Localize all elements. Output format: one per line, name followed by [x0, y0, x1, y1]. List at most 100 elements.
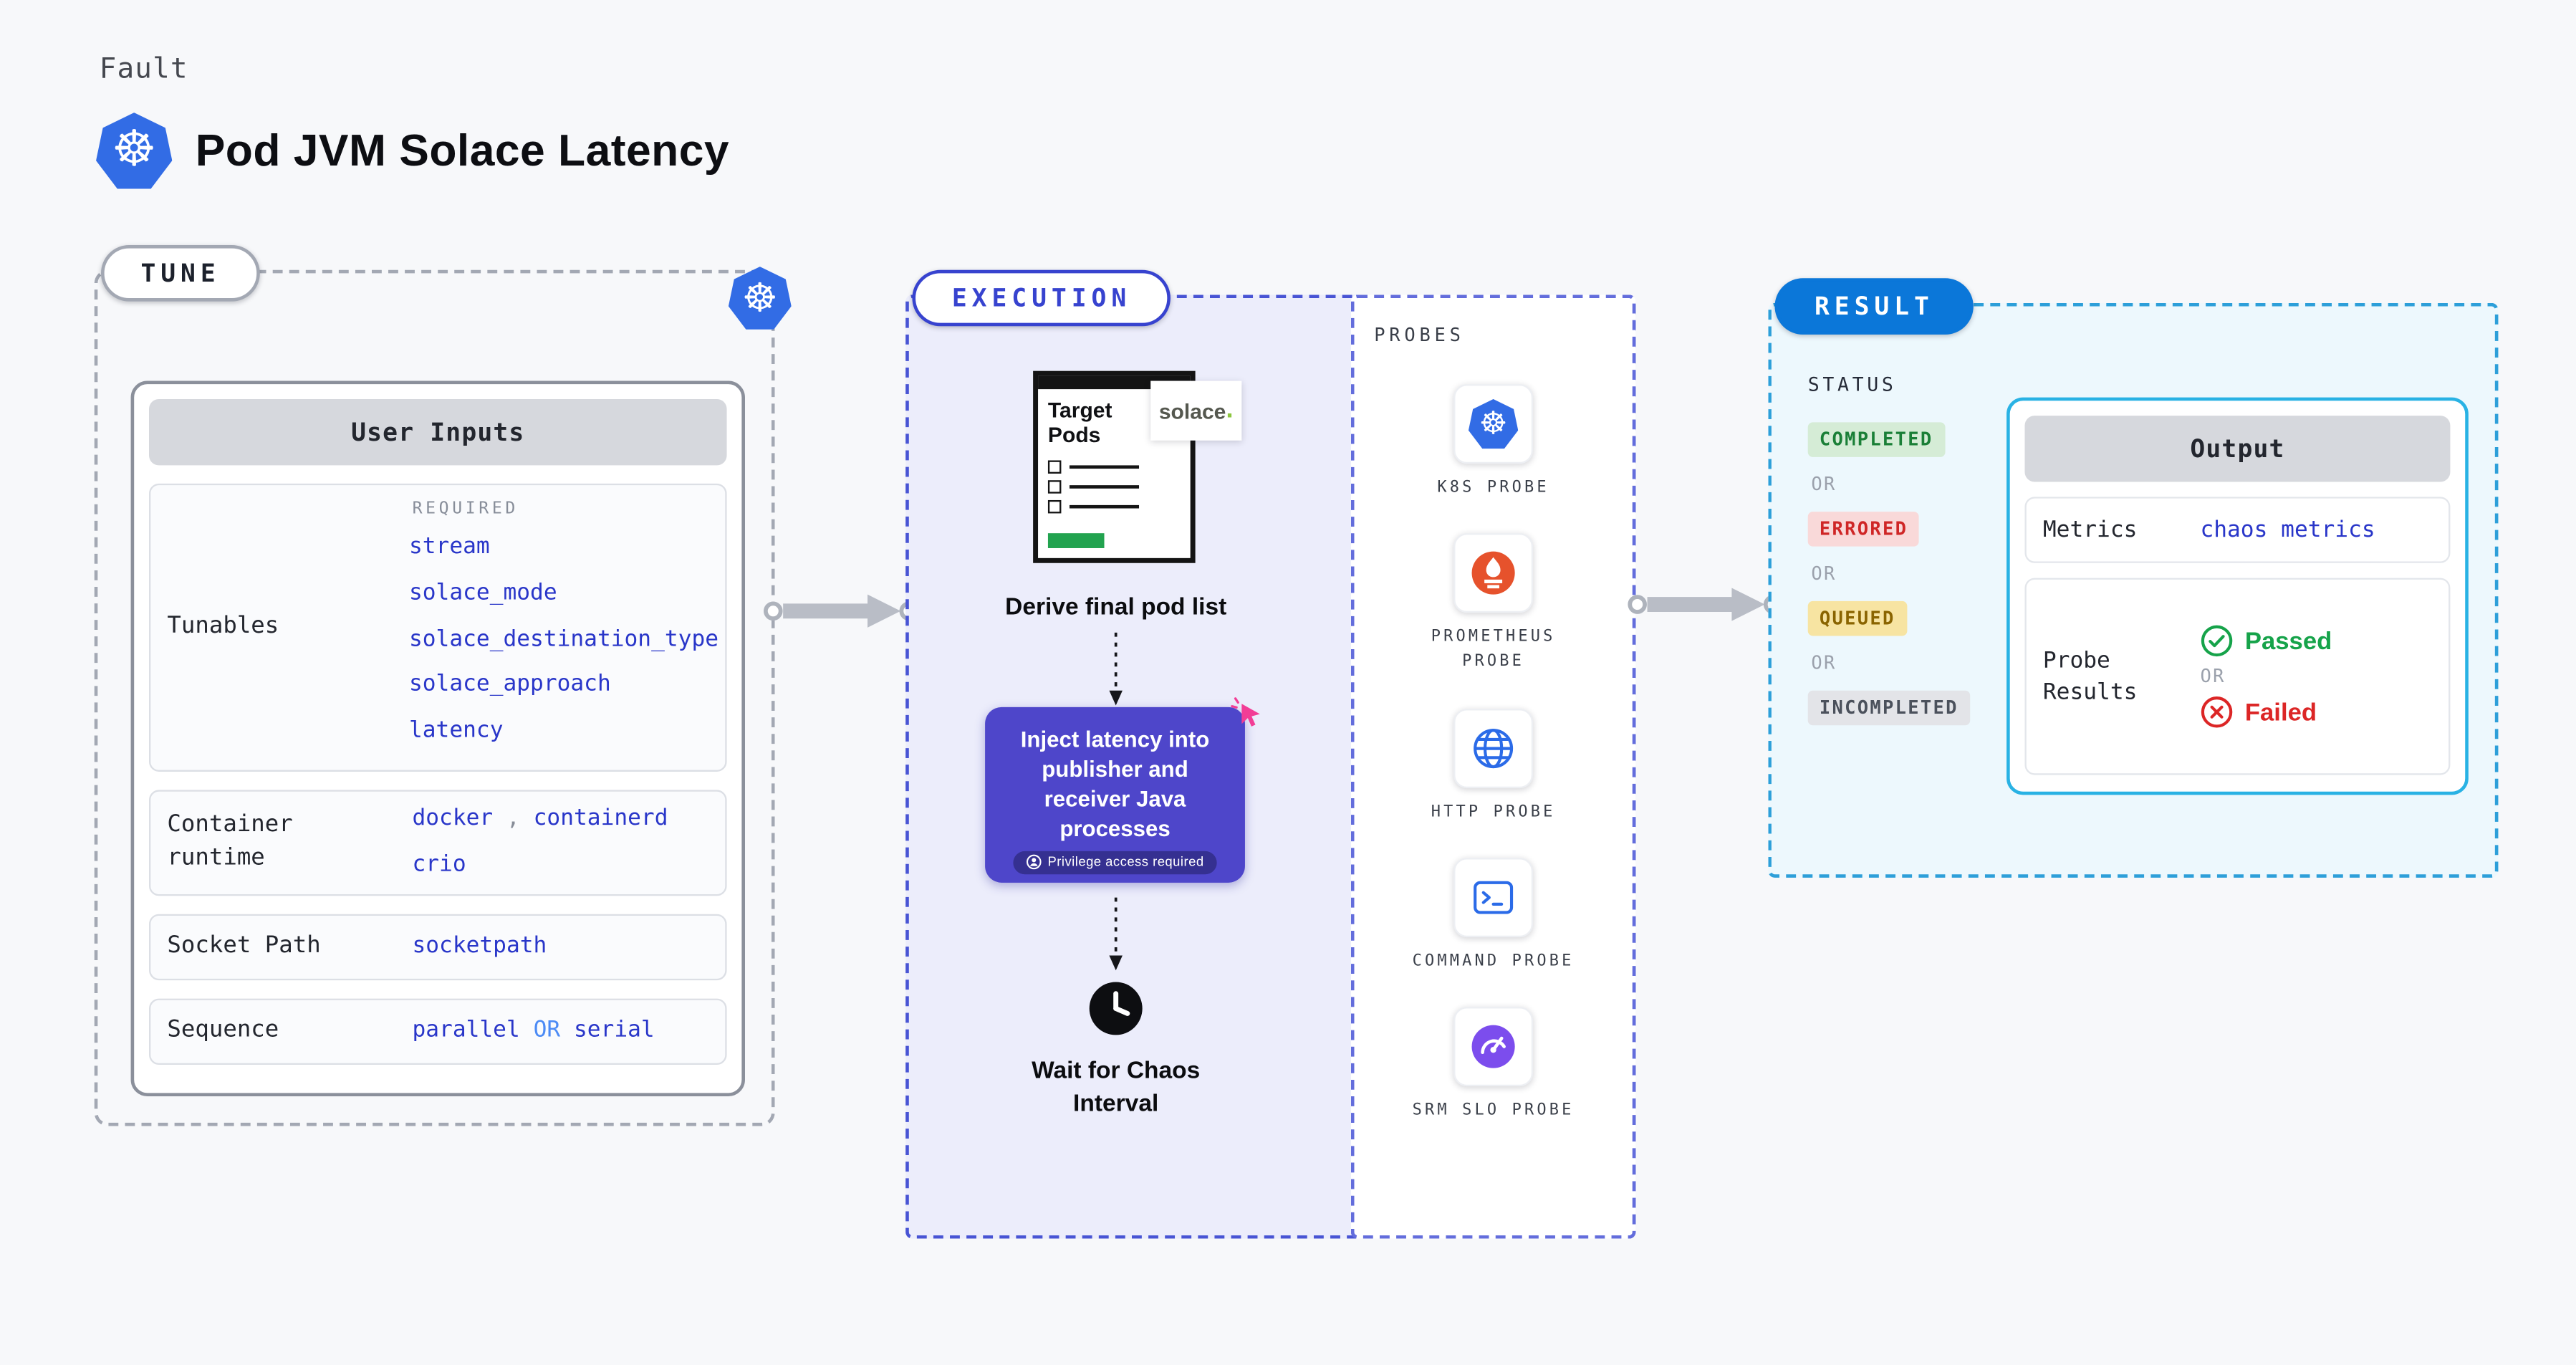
- socket-path-values: socketpath: [399, 916, 725, 979]
- or-keyword: OR: [1811, 473, 1837, 496]
- probe-item-k8s: ☸ K8S PROBE: [1437, 384, 1549, 500]
- helm-wheel-glyph: ☸: [741, 274, 778, 322]
- runtime-value: crio: [412, 851, 466, 878]
- text-line: [1069, 464, 1140, 469]
- x-circle-icon: [2201, 696, 2233, 728]
- status-title: STATUS: [1807, 372, 1897, 396]
- globe-icon: [1474, 728, 1514, 768]
- execution-pill: EXECUTION: [912, 269, 1171, 327]
- probe-item-srm-slo: SRM SLO PROBE: [1413, 1007, 1575, 1123]
- sequence-value-line: parallel OR serial: [412, 1009, 719, 1055]
- terminal-icon: [1474, 881, 1514, 914]
- failed-line: Failed: [2200, 696, 2448, 729]
- target-pods-title: Target Pods: [1047, 397, 1112, 447]
- checkbox-icon: [1047, 479, 1062, 494]
- probe-item-prometheus: PROMETHEUS PROBE: [1410, 533, 1576, 675]
- gauge-icon: [1471, 1025, 1515, 1068]
- container-runtime-values: docker , containerd crio: [399, 792, 725, 894]
- check-circle-icon: [2201, 625, 2233, 657]
- pod-list-item: [1047, 479, 1181, 494]
- probe-icon-card: ☸: [1453, 384, 1534, 464]
- status-badge-errored: ERRORED: [1807, 512, 1920, 547]
- probe-name: SRM SLO PROBE: [1412, 1101, 1575, 1120]
- page-title-row: ☸ Pod JVM Solace Latency: [96, 112, 730, 189]
- kubernetes-icon: ☸: [96, 112, 173, 189]
- checkbox-icon: [1047, 460, 1062, 474]
- inject-latency-text: Inject latency into publisher and receiv…: [1020, 727, 1210, 841]
- progress-bar: [1047, 533, 1105, 548]
- status-badge-completed: COMPLETED: [1807, 422, 1945, 457]
- metrics-label: Metrics: [2042, 516, 2138, 542]
- checkbox-icon: [1047, 499, 1062, 514]
- clock-icon: [1087, 980, 1144, 1045]
- sequence-value: serial: [573, 1017, 655, 1044]
- page-title: Pod JVM Solace Latency: [195, 125, 730, 175]
- tunable-value: latency: [408, 717, 504, 744]
- probe-icon-card: [1453, 708, 1534, 788]
- probe-list: ☸ K8S PROBE PROMETHEUS PROBE: [1354, 384, 1632, 1123]
- tunables-values: REQUIRED stream solace_mode solace_desti…: [395, 485, 725, 770]
- required-label: REQUIRED: [412, 500, 519, 519]
- privilege-badge-text: Privilege access required: [1047, 855, 1204, 871]
- inject-latency-node: Inject latency into publisher and receiv…: [985, 707, 1245, 883]
- flow-arrow: [1628, 588, 1783, 621]
- runtime-value: docker: [412, 805, 494, 832]
- runtime-value: containerd: [533, 805, 668, 832]
- comma-separator: ,: [506, 805, 520, 832]
- wait-step-label: Wait for Chaos Interval: [1032, 1058, 1201, 1117]
- result-pill: RESULT: [1774, 278, 1974, 335]
- click-cursor-icon: [1231, 697, 1260, 727]
- tunable-value: solace_approach: [408, 671, 611, 698]
- container-runtime-row: Container runtime docker , containerd cr…: [148, 790, 727, 896]
- user-inputs-title: User Inputs: [148, 398, 727, 466]
- status-column: COMPLETED OR ERRORED OR QUEUED OR INCOMP…: [1807, 422, 1970, 726]
- flow-arrow: [763, 594, 919, 628]
- user-inputs-card: User Inputs Tunables REQUIRED stream sol…: [130, 380, 745, 1096]
- passed-line: Passed: [2200, 624, 2448, 657]
- probe-name: K8S PROBE: [1437, 478, 1549, 497]
- probe-results-label: Probe Results: [2042, 646, 2138, 705]
- probe-item-http: HTTP PROBE: [1431, 708, 1556, 824]
- socket-path-value: socketpath: [412, 932, 547, 959]
- sequence-row: Sequence parallel OR serial: [148, 998, 727, 1065]
- tune-pill: TUNE: [100, 245, 261, 302]
- user-lock-icon: [1026, 855, 1042, 870]
- runtime-value-line: docker , containerd: [412, 797, 719, 843]
- tunable-value: solace_mode: [408, 579, 557, 606]
- metrics-row: Metrics chaos metrics: [2024, 497, 2451, 563]
- probe-name: HTTP PROBE: [1431, 802, 1556, 821]
- probes-section: PROBES ☸ K8S PROBE: [1350, 294, 1636, 1239]
- kubernetes-icon: ☸: [1468, 398, 1519, 449]
- derive-step-label: Derive final pod list: [1005, 594, 1227, 621]
- text-line: [1069, 484, 1140, 489]
- socket-path-label: Socket Path: [167, 932, 321, 959]
- status-badge-queued: QUEUED: [1807, 600, 1907, 636]
- probes-title: PROBES: [1374, 324, 1465, 347]
- probe-icon-card: [1453, 857, 1534, 937]
- solace-logo: solace.: [1150, 380, 1242, 441]
- fault-kind-label: Fault: [99, 52, 188, 87]
- kubernetes-icon: ☸: [728, 267, 792, 330]
- helm-wheel-glyph: ☸: [112, 120, 157, 179]
- helm-wheel-glyph: ☸: [1479, 405, 1508, 441]
- socket-path-row: Socket Path socketpath: [148, 914, 727, 981]
- solace-logo-text: solace: [1158, 398, 1226, 423]
- or-keyword: OR: [1811, 562, 1837, 585]
- failed-text: Failed: [2244, 698, 2317, 727]
- tunables-label: Tunables: [167, 613, 279, 640]
- tunable-value: solace_destination_type: [408, 625, 719, 652]
- output-title: Output: [2024, 416, 2451, 482]
- pod-list-item: [1047, 499, 1181, 514]
- sequence-value: parallel: [412, 1017, 520, 1044]
- dotted-arrow-down: [1109, 897, 1123, 971]
- probe-results-values: Passed OR Failed: [2200, 580, 2448, 773]
- probe-icon-card: [1453, 533, 1534, 613]
- metrics-value: chaos metrics: [2200, 517, 2375, 544]
- or-keyword: OR: [1811, 652, 1837, 674]
- probe-results-row: Probe Results Passed OR: [2024, 578, 2451, 775]
- solace-logo-dot: .: [1226, 396, 1234, 424]
- output-card: Output Metrics chaos metrics Probe Resul…: [2007, 397, 2469, 795]
- passed-text: Passed: [2244, 626, 2332, 656]
- sequence-values: parallel OR serial: [399, 1000, 725, 1063]
